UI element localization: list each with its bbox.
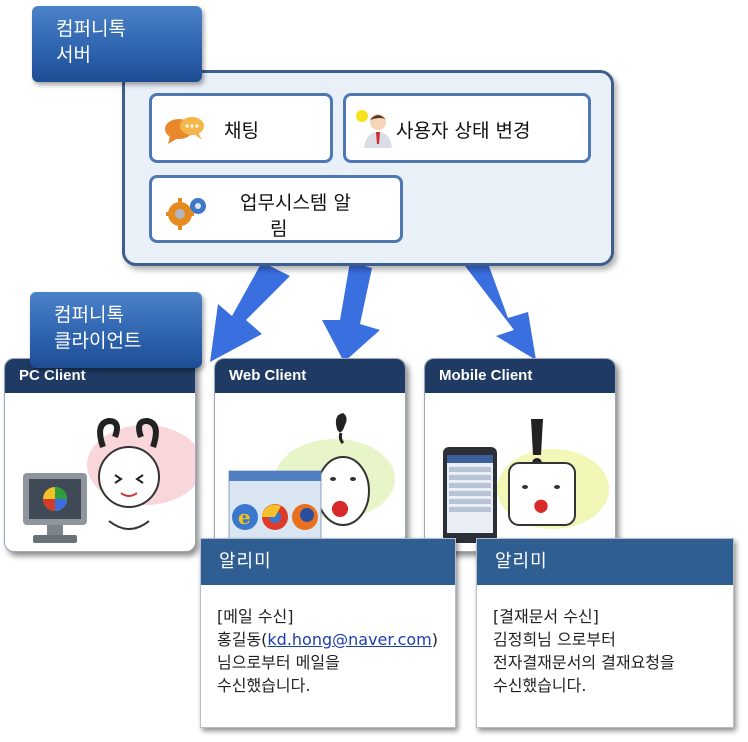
mobile-client-card: Mobile Client [424,358,616,552]
sender-email-link[interactable]: kd.hong@naver.com [267,630,432,649]
mobile-client-illustration [443,419,609,543]
mail-notification-line3: 님으로부터 메일을 [217,653,340,672]
server-label: 컴퍼니톡 서버 [32,6,202,82]
pc-client-illustration [23,417,195,543]
approval-notification-line4: 수신했습니다. [493,676,587,695]
gears-icon [166,198,206,230]
pc-monitor-icon [23,473,87,543]
feature-business-alert-label-line2: 림 [270,218,288,240]
server-label-line1: 컴퍼니톡 [56,18,126,40]
user-status-icon [356,110,392,148]
client-label: 컴퍼니톡 클라이언트 [30,292,202,368]
pc-client-card: PC Client [4,358,196,552]
approval-notification-line3: 전자결재문서의 결재요청을 [493,653,675,672]
feature-business-alert-label-line1: 업무시스템 알 [240,192,351,214]
mail-notification: 알리미 [메일 수신] 홍길동(kd.hong@naver.com) 님으로부터… [200,538,456,728]
arrow-to-web-client [322,262,380,362]
web-browsers-icon: e [228,470,322,542]
mail-notification-line4: 수신했습니다. [217,676,311,695]
feature-business-alert: 업무시스템 알 림 [149,175,403,243]
client-label-line2: 클라이언트 [54,330,142,352]
chat-bubbles-icon [165,117,204,144]
smartphone-icon [443,447,497,543]
svg-text:e: e [238,505,251,529]
feature-user-status-label: 사용자 상태 변경 [396,120,531,142]
server-label-line2: 서버 [56,44,91,66]
mail-notification-line2: 홍길동(kd.hong@naver.com) [217,630,439,649]
feature-user-status: 사용자 상태 변경 [343,93,591,163]
feature-chat-label: 채팅 [224,120,259,142]
server-panel: 채팅 사용자 상태 변경 업무시스템 알 림 [122,70,614,266]
web-client-card: Web Client e [214,358,406,552]
approval-notification-header: 알리미 [477,539,733,585]
web-client-illustration: e [228,413,395,542]
approval-notification-body: [결재문서 수신] 김정희님 으로부터 전자결재문서의 결재요청을 수신했습니다… [477,585,733,697]
arrow-to-pc-client [210,262,290,362]
approval-notification-line1: [결재문서 수신] [493,607,599,626]
approval-notification: 알리미 [결재문서 수신] 김정희님 으로부터 전자결재문서의 결재요청을 수신… [476,538,734,728]
mobile-client-title: Mobile Client [425,359,615,393]
mail-notification-body: [메일 수신] 홍길동(kd.hong@naver.com) 님으로부터 메일을… [201,585,455,697]
mail-notification-header: 알리미 [201,539,455,585]
approval-notification-line2: 김정희님 으로부터 [493,630,616,649]
arrow-to-mobile-client [462,258,536,360]
mail-notification-line1: [메일 수신] [217,607,294,626]
feature-chat: 채팅 [149,93,333,163]
client-label-line1: 컴퍼니톡 [54,304,124,326]
web-client-title: Web Client [215,359,405,393]
